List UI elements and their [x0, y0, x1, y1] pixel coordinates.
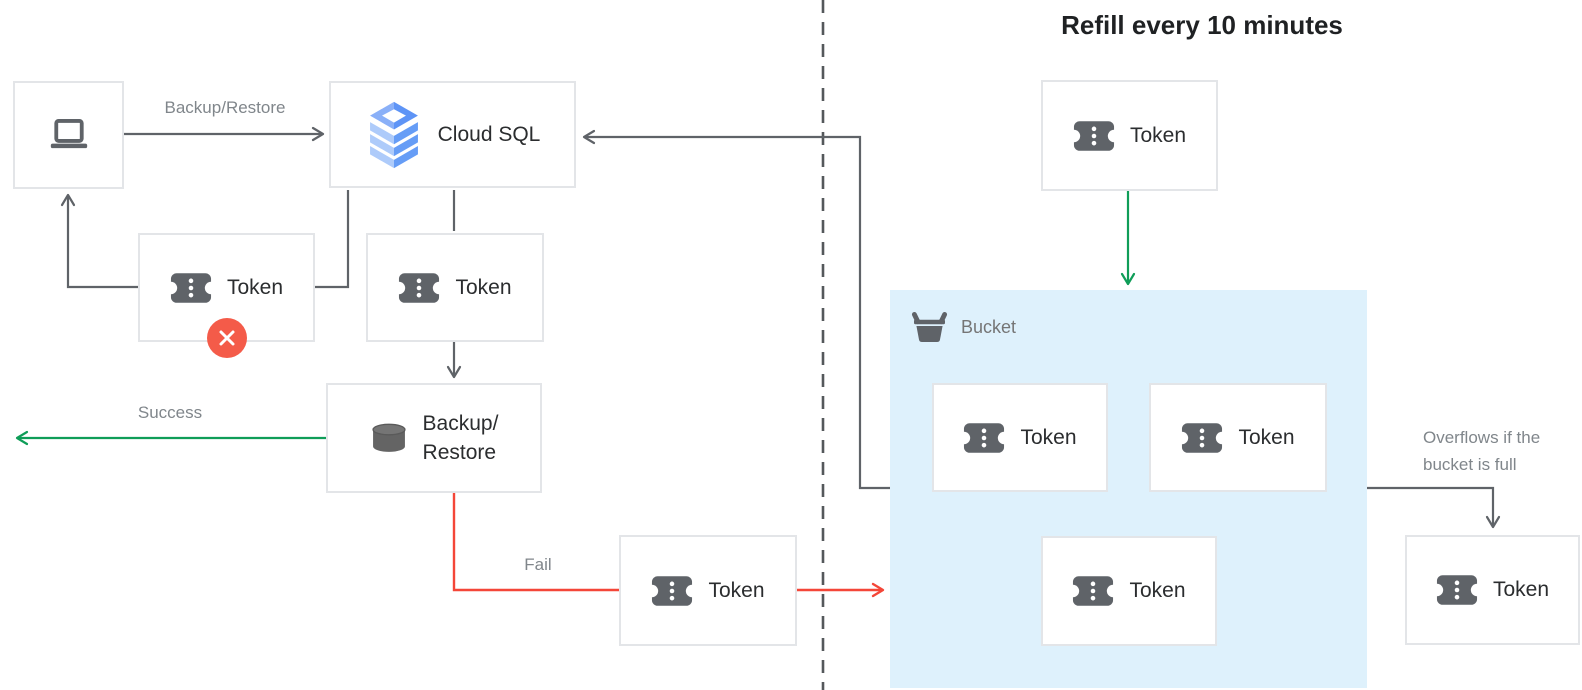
- token-refill-node: Token: [1041, 80, 1218, 191]
- token-label: Token: [1129, 123, 1187, 147]
- token-icon: [169, 272, 212, 303]
- x-icon: [219, 330, 235, 346]
- token-label: Token: [1129, 579, 1186, 602]
- token-label: Token: [226, 275, 284, 299]
- token-in-use-node: Token: [366, 233, 544, 342]
- edge-bucket-overflow: [1367, 486, 1501, 529]
- success-edge-label: Success: [137, 403, 203, 422]
- backup-restore-label: Backup/ Restore: [422, 412, 499, 464]
- cloud-sql-label: Cloud SQL: [437, 122, 541, 146]
- token-overflow-node: Token: [1405, 535, 1580, 645]
- token-icon: [651, 575, 694, 606]
- bucket-header: Bucket: [911, 312, 1016, 343]
- laptop-icon: [50, 119, 87, 149]
- bucket-label: Bucket: [961, 317, 1017, 337]
- token-label: Token: [708, 578, 765, 602]
- token-icon: [398, 272, 441, 303]
- token-label: Token: [1238, 425, 1295, 449]
- edge-token-to-client: [60, 193, 138, 289]
- client-node: [13, 81, 124, 189]
- token-bucket-3-node: Token: [1041, 536, 1217, 646]
- edge-bucket-to-cloudsql: [582, 129, 890, 490]
- edge-token-to-cloudsql: [315, 190, 350, 289]
- backup-restore-node: Backup/ Restore: [326, 383, 542, 493]
- fail-edge-label: Fail: [524, 555, 552, 574]
- token-bucket-1-node: Token: [932, 383, 1108, 492]
- cloud-sql-node: Cloud SQL: [329, 81, 576, 188]
- token-label: Token: [455, 275, 512, 299]
- token-label: Token: [1020, 425, 1077, 449]
- x-circle-icon: [207, 318, 247, 358]
- cloud-sql-icon: [369, 101, 418, 168]
- token-bucket-2-node: Token: [1149, 383, 1327, 492]
- database-icon: [371, 423, 406, 452]
- backup-restore-edge-label: Backup/Restore: [164, 98, 286, 117]
- bucket-icon: [911, 312, 948, 343]
- token-fail-node: Token: [619, 535, 797, 646]
- token-icon: [1072, 120, 1115, 151]
- token-icon: [963, 422, 1006, 453]
- edge-fail-to-token: [452, 493, 619, 592]
- token-icon: [1072, 576, 1115, 606]
- token-icon: [1181, 422, 1224, 453]
- token-label: Token: [1492, 578, 1550, 601]
- token-icon: [1435, 575, 1478, 605]
- refill-title: Refill every 10 minutes: [1061, 10, 1343, 40]
- overflow-edge-label: Overflows if the bucket is full: [1423, 428, 1541, 474]
